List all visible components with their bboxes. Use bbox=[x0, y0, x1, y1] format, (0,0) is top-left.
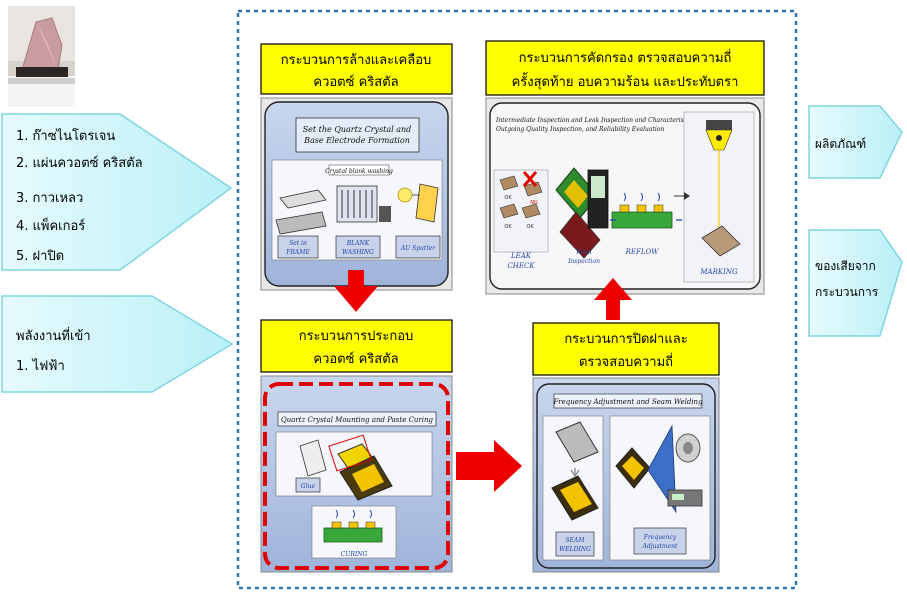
output-waste-label: กระบวนการ bbox=[815, 285, 879, 299]
seam-welding-illustration bbox=[551, 421, 599, 521]
energy-item: 1. ไฟฟ้า bbox=[16, 358, 65, 374]
step2-title: ควอตซ์ คริสตัล bbox=[313, 351, 398, 367]
arrow-step1-to-step2 bbox=[334, 270, 378, 312]
chip-label: OK bbox=[526, 224, 534, 230]
step1-sub-label: Crystal blank washing bbox=[325, 168, 393, 175]
frame-illustration bbox=[275, 189, 327, 235]
chip-label: NG bbox=[530, 200, 538, 206]
material-item: 1. ก๊าซไนโตรเจน bbox=[16, 128, 115, 144]
leak-check-illustration bbox=[499, 171, 543, 219]
step4-title: กระบวนการคัดกรอง ตรวจสอบความถี่ bbox=[519, 49, 732, 66]
input-materials-callout: 1. ก๊าซไนโตรเจน 2. แผ่นควอตซ์ คริสตัล 3.… bbox=[1, 113, 233, 271]
arrow-step2-to-step3 bbox=[456, 440, 522, 492]
step3-title: ตรวจสอบความถี่ bbox=[579, 353, 673, 370]
step1-caption: FRAME bbox=[285, 249, 310, 256]
washing-illustration bbox=[336, 185, 391, 223]
curing-illustration bbox=[323, 509, 383, 543]
step1-caption: WASHING bbox=[342, 249, 374, 256]
output-waste-label: ของเสียจาก bbox=[815, 259, 876, 273]
material-item: 4. แพ็คเกอร์ bbox=[16, 216, 85, 234]
step3-title-box bbox=[532, 322, 720, 376]
step2-panel-highlight bbox=[263, 382, 450, 570]
output-product-callout: ผลิตภัณฑ์ bbox=[808, 105, 903, 179]
step1-title: กระบวนการล้างและเคลือบ bbox=[281, 52, 432, 68]
material-item: 3. กาวเหลว bbox=[16, 191, 83, 206]
step4-caption: MARKING bbox=[699, 268, 738, 276]
step4-caption: Final bbox=[575, 249, 592, 256]
step3-block: กระบวนการปิดฝาและ ตรวจสอบความถี่ Frequen… bbox=[532, 322, 720, 573]
step3-title: กระบวนการปิดฝาและ bbox=[564, 332, 687, 347]
step4-caption: CHECK bbox=[507, 262, 535, 270]
material-item: 5. ฝาปิด bbox=[16, 249, 64, 264]
step2-caption: CURING bbox=[341, 551, 368, 558]
step1-title-box bbox=[260, 43, 453, 95]
step4-caption: LEAK bbox=[510, 252, 532, 260]
step2-caption: Glue bbox=[301, 483, 316, 490]
step1-caption: Set in bbox=[289, 240, 307, 247]
sputter-illustration bbox=[397, 183, 439, 223]
step1-caption: AU Sputter bbox=[400, 245, 436, 252]
step4-title-box bbox=[485, 40, 765, 96]
step4-caption: REFLOW bbox=[625, 248, 660, 256]
step1-title: ควอตซ์ คริสตัล bbox=[313, 74, 398, 90]
step4-block: กระบวนการคัดกรอง ตรวจสอบความถี่ ครั้งสุด… bbox=[485, 40, 765, 295]
step3-caption: SEAM bbox=[566, 537, 586, 544]
step4-title: ครั้งสุดท้าย อบความร้อน และประทับตรา bbox=[512, 72, 739, 90]
mounting-illustration bbox=[299, 434, 393, 501]
final-inspection-illustration bbox=[555, 167, 609, 259]
step1-panel-title: Set the Quartz Crystal and bbox=[303, 125, 412, 134]
marking-illustration bbox=[701, 120, 741, 257]
step3-panel bbox=[536, 383, 716, 569]
output-product-label: ผลิตภัณฑ์ bbox=[815, 137, 866, 151]
frequency-adjustment-illustration bbox=[615, 424, 703, 514]
step4-panel-text: Intermediate Inspection and Leak Inspect… bbox=[495, 117, 742, 124]
step2-panel-title: Quartz Crystal Mounting and Paste Curing bbox=[281, 416, 434, 424]
step3-caption: Frequency bbox=[643, 534, 677, 541]
step4-caption: Inspection bbox=[567, 258, 600, 265]
energy-title: พลังงานที่เข้า bbox=[16, 327, 91, 344]
chip-label: OK bbox=[504, 195, 512, 201]
step3-caption: Adjustment bbox=[642, 543, 678, 550]
step2-title: กระบวนการประกอบ bbox=[299, 329, 414, 344]
output-waste-callout: ของเสียจาก กระบวนการ bbox=[808, 229, 903, 337]
step1-block: กระบวนการล้างและเคลือบ ควอตซ์ คริสตัล Se… bbox=[260, 43, 453, 291]
step2-title-box bbox=[260, 319, 453, 373]
step3-caption: WELDING bbox=[559, 546, 591, 553]
energy-input-callout: พลังงานที่เข้า 1. ไฟฟ้า bbox=[1, 295, 234, 393]
arrow-step3-to-step4 bbox=[594, 278, 632, 320]
step1-caption: BLANK bbox=[346, 240, 370, 247]
product-photo bbox=[8, 6, 75, 107]
step2-block: กระบวนการประกอบ ควอตซ์ คริสตัล Quartz Cr… bbox=[260, 319, 453, 573]
step3-panel-title: Frequency Adjustment and Seam Welding bbox=[552, 398, 703, 406]
material-item: 2. แผ่นควอตซ์ คริสตัล bbox=[16, 155, 143, 171]
step1-panel-title: Base Electrode Formation bbox=[303, 136, 410, 145]
step4-panel-text: Outgoing Quality Inspection, and Reliabi… bbox=[496, 126, 664, 133]
reflow-illustration bbox=[610, 192, 682, 229]
chip-label: OK bbox=[504, 224, 512, 230]
